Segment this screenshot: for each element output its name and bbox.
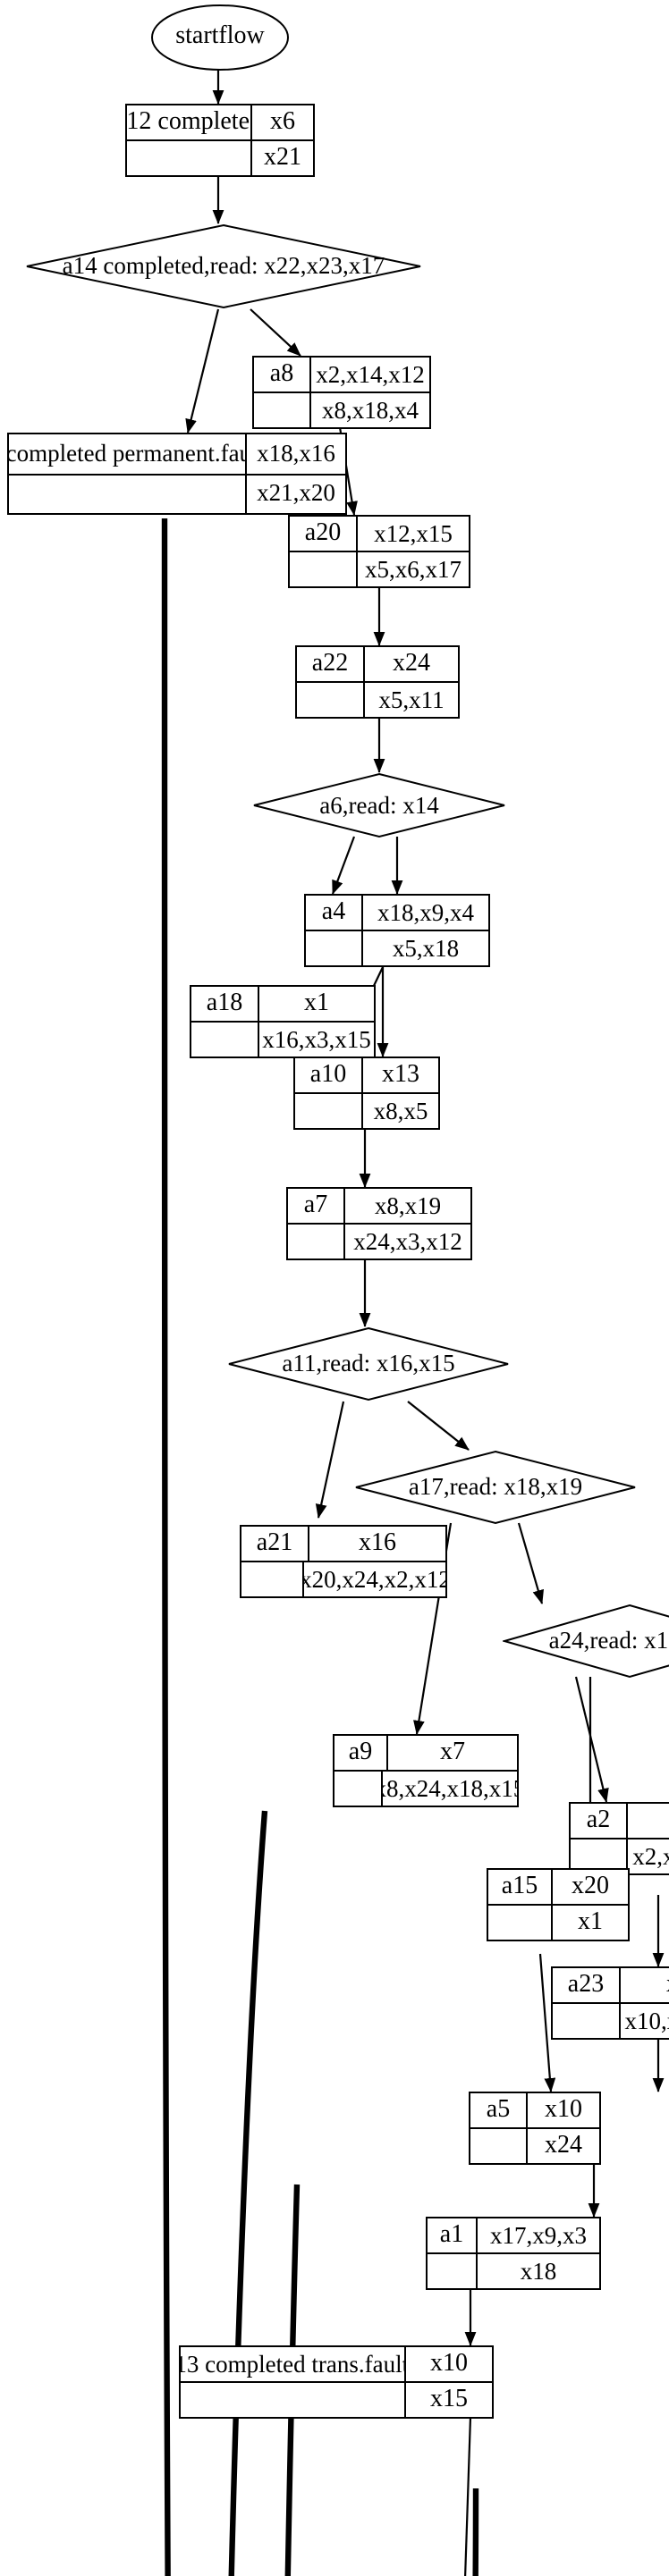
node-a10-name: a10 <box>295 1058 363 1092</box>
node-a2-name: a2 <box>571 1804 628 1838</box>
node-a4-name: a4 <box>306 896 363 930</box>
node-a18-blank <box>191 1023 259 1056</box>
node-a5-top: x10 <box>545 2096 582 2123</box>
node-a8-blank <box>254 393 311 427</box>
node-a20-bottom: x5,x6,x17 <box>365 555 462 582</box>
node-a5-name: a5 <box>470 2093 528 2127</box>
node-a2-blank <box>571 1839 628 1873</box>
node-a4-bottom: x5,x18 <box>392 934 460 961</box>
node-a14[interactable]: a14 completed,read: x22,x23,x17 <box>25 223 422 309</box>
node-a18-top: x1 <box>304 989 329 1016</box>
node-a7[interactable]: a7 x8,x19 x24,x3,x12 <box>286 1187 472 1260</box>
node-a8-name: a8 <box>254 358 311 391</box>
node-a12-blank <box>127 141 252 175</box>
node-a22-bottom: x5,x11 <box>378 686 445 712</box>
node-label: a24,read: x13,x2 <box>548 1627 669 1654</box>
node-a12-name: a12 completed <box>127 105 252 139</box>
node-a5-bottom: x24 <box>545 2132 582 2159</box>
node-a21-top: x16 <box>359 1529 396 1556</box>
node-a2-top: x2 <box>628 1804 669 1838</box>
node-a5[interactable]: a5 x10 x24 <box>469 2092 601 2165</box>
node-a12-bottom: x21 <box>264 144 301 171</box>
node-a7-bottom: x24,x3,x12 <box>353 1227 462 1254</box>
node-a8-top: x2,x14,x12 <box>316 360 425 387</box>
node-a10-top: x13 <box>382 1061 419 1088</box>
node-a12-top: x6 <box>270 108 295 135</box>
node-a3-top: x18,x16 <box>257 439 335 467</box>
node-a20-top: x12,x15 <box>374 519 453 546</box>
node-a1[interactable]: a1 x17,x9,x3 x18 <box>426 2217 601 2290</box>
node-a11[interactable]: a11,read: x16,x15 <box>227 1326 510 1402</box>
node-a4-blank <box>306 931 363 965</box>
node-a10-blank <box>295 1094 363 1128</box>
node-a22-top: x24 <box>393 650 430 677</box>
node-a18[interactable]: a18 x1 x16,x3,x15 <box>190 985 376 1058</box>
node-a21-name: a21 <box>241 1527 309 1561</box>
node-a12[interactable]: a12 completed x6 x21 <box>125 104 315 177</box>
node-a2-bottom: x2,x15,x13 <box>632 1842 669 1869</box>
node-a18-bottom: x16,x3,x15 <box>262 1025 371 1052</box>
node-a20[interactable]: a20 x12,x15 x5,x6,x17 <box>288 515 470 588</box>
node-a1-bottom: x18 <box>520 2257 557 2284</box>
node-label: a6,read: x14 <box>319 791 439 818</box>
node-a17[interactable]: a17,read: x18,x19 <box>354 1450 637 1525</box>
node-a21[interactable]: a21 x16 x20,x24,x2,x12 <box>240 1525 447 1598</box>
node-a5-blank <box>470 2129 528 2163</box>
node-startflow[interactable]: startflow <box>150 4 290 72</box>
node-label: a14 completed,read: x22,x23,x17 <box>62 252 385 279</box>
node-a1-blank <box>428 2254 478 2288</box>
node-a22-name: a22 <box>297 647 365 681</box>
node-a21-blank <box>241 1562 305 1596</box>
node-a13-blank <box>181 2383 406 2417</box>
node-a24[interactable]: a24,read: x13,x2 <box>503 1604 669 1679</box>
node-a9-blank <box>334 1772 383 1806</box>
node-a15-name: a15 <box>488 1870 553 1904</box>
node-a10[interactable]: a10 x13 x8,x5 <box>293 1056 440 1130</box>
node-label: a11,read: x16,x15 <box>282 1350 455 1376</box>
node-a22-blank <box>297 683 365 717</box>
node-label: startflow <box>175 23 265 50</box>
node-a6[interactable]: a6,read: x14 <box>252 772 506 838</box>
node-a15-bottom: x1 <box>578 1908 603 1935</box>
node-a4[interactable]: a4 x18,x9,x4 x5,x18 <box>304 894 490 967</box>
node-a23-blank <box>553 2004 621 2038</box>
node-a3[interactable]: a3 completed permanent.faulty x18,x16 x21… <box>7 433 347 515</box>
node-a8-bottom: x8,x18,x4 <box>322 396 419 423</box>
node-a18-name: a18 <box>191 987 259 1021</box>
node-a3-blank <box>9 475 247 513</box>
node-a23[interactable]: a23x20 x10,x25,x23 <box>551 1966 669 2040</box>
node-a3-name: a3 completed permanent.faulty <box>9 434 247 473</box>
node-a21-bottom: x20,x24,x2,x12 <box>304 1565 445 1592</box>
node-a9[interactable]: a9 x7 x8,x24,x18,x15 <box>333 1734 519 1807</box>
node-a1-name: a1 <box>428 2218 478 2252</box>
node-a9-name: a9 <box>334 1736 388 1770</box>
node-a10-bottom: x8,x5 <box>373 1097 428 1124</box>
node-a15-blank <box>488 1906 553 1940</box>
node-a13[interactable]: a13 completed trans.faulty x10 x15 <box>179 2345 494 2419</box>
node-a15-top: x20 <box>572 1873 609 1899</box>
node-a13-top: x10 <box>430 2350 468 2377</box>
node-a23-top: x20 <box>621 1968 669 2002</box>
node-a7-name: a7 <box>288 1189 345 1223</box>
node-a15[interactable]: a15 x20 x1 <box>487 1868 630 1941</box>
node-a9-bottom: x8,x24,x18,x15 <box>383 1774 517 1801</box>
node-a13-bottom: x15 <box>430 2386 468 2412</box>
node-a13-name: a13 completed trans.faulty <box>181 2347 406 2381</box>
node-a20-name: a20 <box>290 517 358 551</box>
node-a4-top: x18,x9,x4 <box>377 898 474 925</box>
node-a7-blank <box>288 1225 345 1259</box>
node-a20-blank <box>290 552 358 586</box>
node-a3-bottom: x21,x20 <box>257 479 335 507</box>
node-a23-name: a23 <box>553 1968 621 2002</box>
node-a1-top: x17,x9,x3 <box>490 2221 587 2248</box>
node-a22[interactable]: a22 x24 x5,x11 <box>295 645 460 719</box>
node-a9-top: x7 <box>440 1738 465 1765</box>
node-label: a17,read: x18,x19 <box>408 1473 583 1500</box>
node-a7-top: x8,x19 <box>374 1191 442 1218</box>
node-a23-bottom: x10,x25,x23 <box>624 2007 669 2033</box>
